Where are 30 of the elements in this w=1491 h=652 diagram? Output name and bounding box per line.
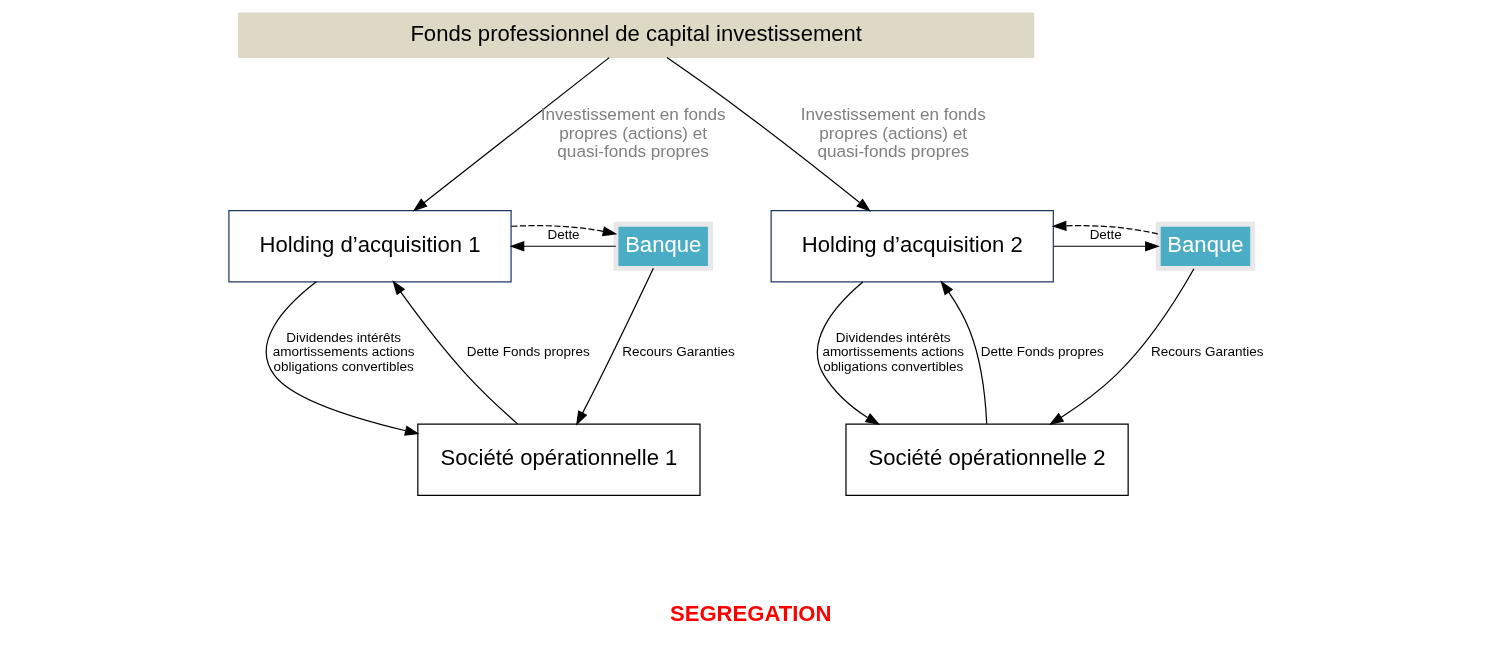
edge-label: Investissement en fonds propres (actions) et quasi-fonds propres bbox=[800, 104, 986, 161]
arrow bbox=[1051, 220, 1158, 235]
arrow bbox=[816, 281, 880, 425]
arrow bbox=[412, 57, 610, 212]
arrow bbox=[1052, 241, 1160, 252]
edge-label: Dette Fonds propres bbox=[466, 344, 590, 360]
node-box: Holding d’acquisition 1 bbox=[227, 210, 512, 283]
node-box: Fonds professionnel de capital investissement bbox=[237, 12, 1034, 58]
edge-label: Dette Fonds propres bbox=[980, 344, 1104, 360]
node-box: Société opérationnelle 2 bbox=[844, 423, 1129, 496]
arrow bbox=[391, 280, 518, 425]
arrow bbox=[575, 267, 654, 426]
edge-label: Recours Garanties bbox=[621, 344, 735, 360]
arrow bbox=[510, 225, 617, 237]
edge-label: Investissement en fonds propres (actions) et quasi-fonds propres bbox=[540, 104, 726, 161]
arrow bbox=[939, 280, 987, 425]
arrow bbox=[1048, 268, 1195, 426]
node-box: Banque bbox=[1155, 221, 1255, 271]
arrow bbox=[265, 281, 420, 436]
edge-label: Recours Garanties bbox=[1150, 344, 1263, 360]
edge-label: Dividendes intérêts amortissements actions obligations convertibles bbox=[272, 329, 414, 375]
label: SEGREGATION bbox=[669, 600, 831, 626]
arrow bbox=[509, 241, 616, 252]
node-box: Banque bbox=[613, 221, 713, 271]
arrow bbox=[665, 56, 871, 212]
node-box: Société opérationnelle 1 bbox=[416, 423, 701, 496]
edge-label: Dividendes intérêts amortissements actions obligations convertibles bbox=[821, 329, 964, 375]
node-box: Holding d’acquisition 2 bbox=[770, 210, 1054, 283]
edge-label: Dette bbox=[1089, 226, 1122, 242]
edge-label: Dette bbox=[546, 226, 580, 242]
